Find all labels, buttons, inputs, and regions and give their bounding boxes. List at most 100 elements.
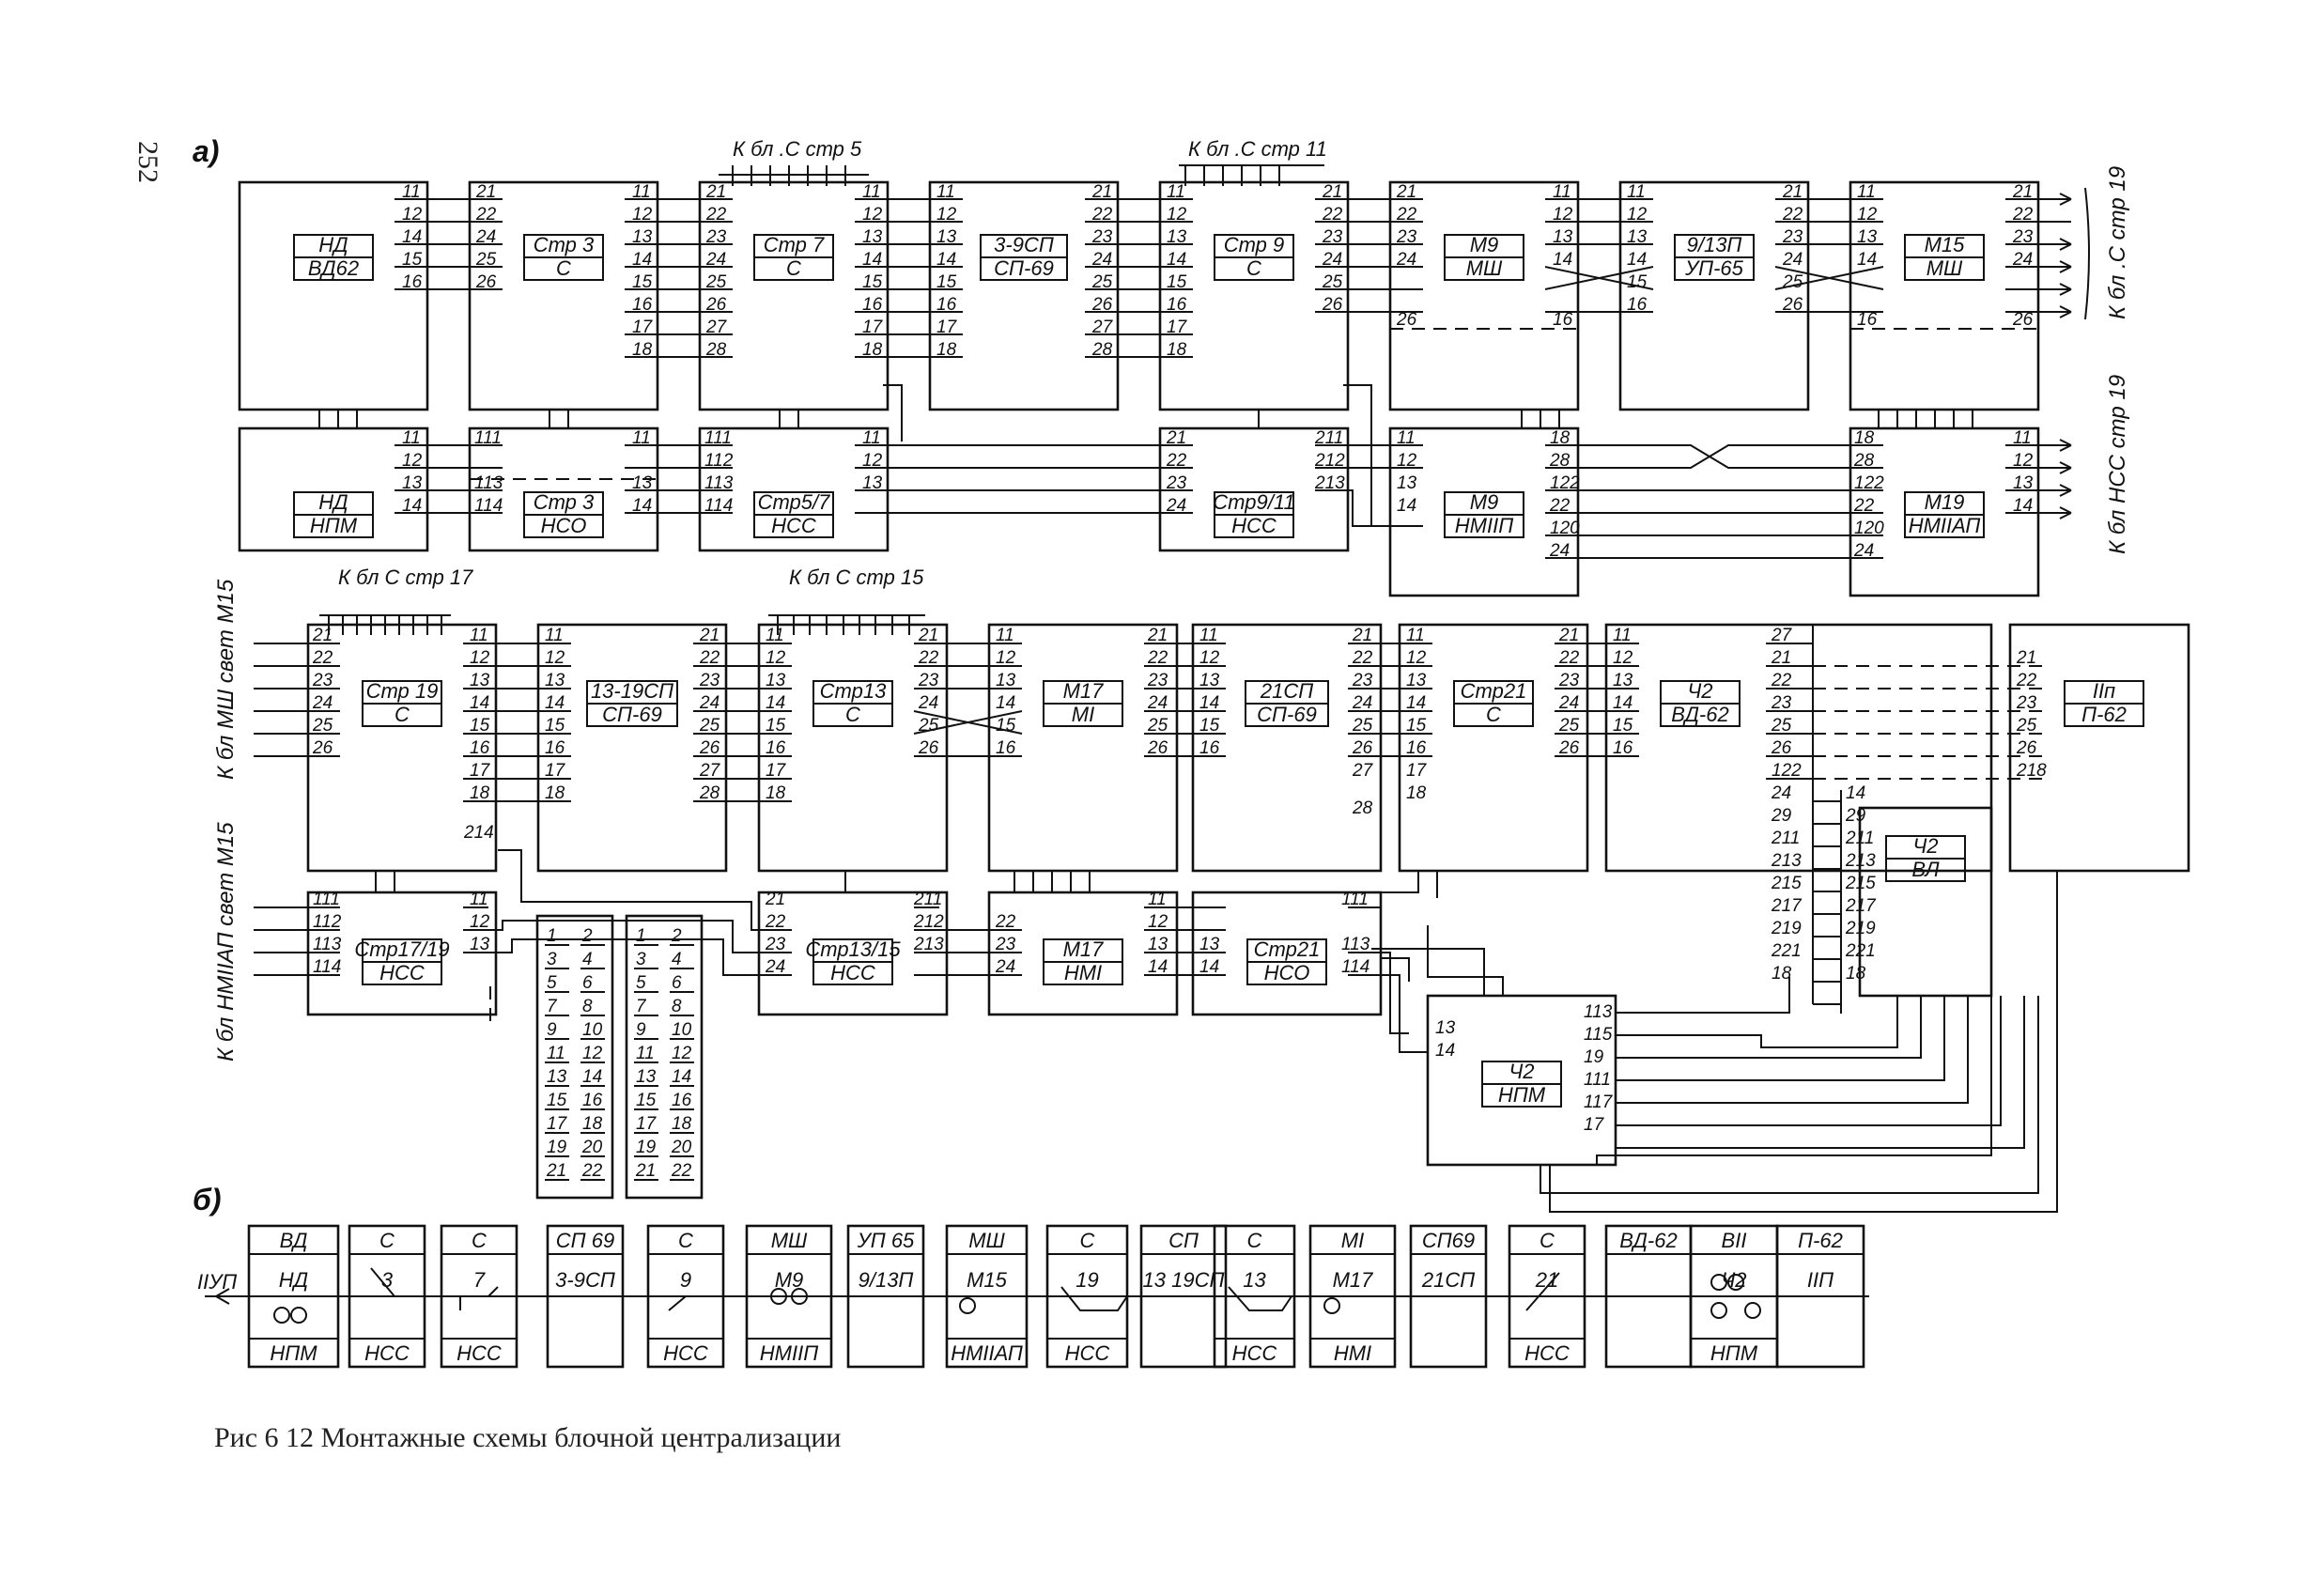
svg-text:113: 113 xyxy=(474,473,503,493)
svg-text:13: 13 xyxy=(470,935,490,954)
block-str21-c xyxy=(1398,623,1589,873)
strip-cell xyxy=(945,1224,1029,1369)
svg-text:21: 21 xyxy=(2012,182,2033,202)
svg-text:Стр13/15: Стр13/15 xyxy=(805,937,901,961)
svg-text:13: 13 xyxy=(1613,671,1633,690)
label-k-bl-c-str11: К бл .С стр 11 xyxy=(1188,137,1327,161)
svg-text:14: 14 xyxy=(2013,496,2033,516)
svg-text:Стр13: Стр13 xyxy=(820,679,887,703)
block-m17-m1 xyxy=(987,623,1179,873)
svg-text:13-19СП: 13-19СП xyxy=(591,679,673,703)
svg-text:26: 26 xyxy=(1147,738,1168,758)
svg-text:16: 16 xyxy=(766,738,786,758)
svg-text:14: 14 xyxy=(632,496,652,516)
svg-text:23: 23 xyxy=(1322,227,1343,247)
svg-text:23: 23 xyxy=(1396,227,1417,247)
svg-text:М19: М19 xyxy=(1925,490,1965,514)
row4-labels: Стр17/19 НСС Стр13/15 НСС М17 НМI Стр21 … xyxy=(354,937,1562,1108)
strip-cell xyxy=(440,1224,518,1369)
block-ch2-vl xyxy=(1858,806,1993,998)
strip-mid-label: IIП xyxy=(1807,1268,1834,1292)
svg-text:24: 24 xyxy=(1147,693,1168,713)
strip-cell xyxy=(646,1224,725,1369)
block-m15-m3 xyxy=(1849,180,2040,411)
svg-text:16: 16 xyxy=(1406,738,1427,758)
svg-text:П-62: П-62 xyxy=(2081,703,2127,726)
svg-text:27: 27 xyxy=(1771,626,1793,645)
svg-text:16: 16 xyxy=(936,295,957,315)
svg-text:24: 24 xyxy=(1396,250,1416,270)
svg-text:111: 111 xyxy=(704,428,732,448)
svg-text:26: 26 xyxy=(2012,310,2034,330)
strip-left-label: IIУП xyxy=(197,1270,237,1294)
svg-text:26: 26 xyxy=(1782,295,1803,315)
svg-text:213: 213 xyxy=(913,935,944,954)
svg-text:НМIIАП: НМIIАП xyxy=(1909,514,1981,537)
strip-top-label: С xyxy=(379,1229,395,1252)
svg-text:21: 21 xyxy=(1322,182,1342,202)
svg-text:16: 16 xyxy=(1167,295,1187,315)
svg-text:11: 11 xyxy=(936,182,955,202)
table-cell: 22 xyxy=(671,1161,692,1181)
svg-text:115: 115 xyxy=(1584,1025,1613,1045)
svg-text:16: 16 xyxy=(1613,738,1633,758)
svg-text:14: 14 xyxy=(1148,957,1168,977)
svg-text:14: 14 xyxy=(402,227,422,247)
svg-text:22: 22 xyxy=(1782,205,1803,225)
table-cell: 10 xyxy=(582,1020,603,1040)
table-cell: 17 xyxy=(636,1114,658,1134)
svg-text:21: 21 xyxy=(1147,626,1168,645)
svg-text:13: 13 xyxy=(545,671,565,690)
section-a-label: а) xyxy=(193,134,219,168)
svg-text:11: 11 xyxy=(1553,182,1571,202)
svg-text:26: 26 xyxy=(1771,738,1792,758)
block-3-9sp xyxy=(928,180,1120,411)
block-2p-p62 xyxy=(2008,623,2190,873)
svg-text:16: 16 xyxy=(545,738,565,758)
svg-text:11: 11 xyxy=(632,182,651,202)
svg-text:11: 11 xyxy=(862,182,881,202)
table-cell: 9 xyxy=(547,1020,557,1040)
table-cell: 13 xyxy=(636,1067,657,1087)
strip-top-label: МШ xyxy=(968,1229,1005,1252)
svg-text:23: 23 xyxy=(2016,693,2037,713)
svg-text:НСО: НСО xyxy=(541,514,587,537)
strip-top-label: С xyxy=(472,1229,487,1252)
svg-text:14: 14 xyxy=(470,693,489,713)
svg-text:12: 12 xyxy=(862,205,883,225)
svg-text:НМIIП: НМIIП xyxy=(1455,514,1513,537)
table-cell: 19 xyxy=(547,1138,567,1157)
row3: Стр 19 С 13-19СП СП-69 Стр13 С М17 МI 21… xyxy=(213,566,2190,1014)
svg-text:25: 25 xyxy=(1147,716,1168,736)
svg-text:14: 14 xyxy=(1167,250,1186,270)
svg-text:14: 14 xyxy=(1627,250,1647,270)
row3-pin-labels: 21 22 23 24 25 26 11 12 13 14 15 16 17 1… xyxy=(312,626,2047,984)
strip-top-label: СП xyxy=(1168,1229,1199,1252)
table-cell: 17 xyxy=(547,1114,568,1134)
svg-text:14: 14 xyxy=(545,693,565,713)
svg-text:23: 23 xyxy=(1782,227,1803,247)
svg-text:22: 22 xyxy=(312,648,333,668)
svg-text:24: 24 xyxy=(1352,693,1372,713)
strip-bot-label: НСС xyxy=(663,1341,708,1365)
svg-text:24: 24 xyxy=(995,957,1015,977)
svg-text:14: 14 xyxy=(1397,496,1416,516)
svg-text:21: 21 xyxy=(699,626,720,645)
r1-b2-bot: С xyxy=(556,256,571,280)
strip-cell xyxy=(745,1224,833,1369)
table-cell: 11 xyxy=(547,1044,565,1063)
svg-text:22: 22 xyxy=(918,648,939,668)
svg-text:27: 27 xyxy=(1352,761,1374,781)
strip-bot-label: НСС xyxy=(1232,1341,1277,1365)
strip-cell xyxy=(1139,1224,1228,1369)
svg-text:12: 12 xyxy=(1613,648,1633,668)
svg-text:13: 13 xyxy=(996,671,1016,690)
svg-text:24: 24 xyxy=(1853,541,1874,561)
svg-text:28: 28 xyxy=(699,783,720,803)
svg-text:114: 114 xyxy=(1341,957,1369,977)
strip-top-label: С xyxy=(1540,1229,1555,1252)
strip-cell xyxy=(846,1224,925,1369)
svg-text:НСС: НСС xyxy=(379,961,425,984)
svg-text:26: 26 xyxy=(475,272,497,292)
